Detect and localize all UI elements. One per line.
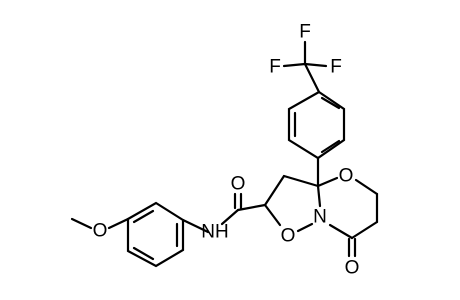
atom-o-keto: O [345, 258, 360, 279]
atom-f-top: F [299, 22, 311, 43]
atom-o-methoxy: O [93, 221, 108, 242]
aryl-ring-top [287, 90, 346, 160]
bond-cf-right [303, 62, 328, 68]
atom-f-right: F [330, 57, 342, 78]
bond-cf-left [282, 62, 307, 68]
bond-c2-camide [236, 203, 267, 212]
aryl-ring-left-double-2 [132, 209, 155, 224]
bond-camide-nh [220, 208, 240, 226]
bond-nh-aryl [181, 218, 210, 234]
bond-c2-oisox [263, 203, 282, 227]
atom-o-isox: O [281, 226, 296, 247]
bond-ch2-c2 [263, 174, 286, 207]
bond-bridgehead-oring [316, 176, 339, 188]
bond-carbonyl-nring [328, 223, 354, 240]
bond-ch2-carbonyl [350, 220, 379, 240]
bond-omethoxy-ch3 [70, 217, 93, 230]
aryl-ring-left [126, 201, 185, 268]
aryl-ring-top-double-2 [320, 139, 341, 154]
atom-n-ring: N [313, 207, 327, 228]
atom-f-left: F [269, 57, 281, 78]
atom-nh-amide: NH [201, 222, 228, 243]
atom-o-ring: O [339, 166, 354, 187]
aryl-ring-left-double-3 [132, 246, 155, 261]
bond-oring-ch2 [354, 178, 379, 196]
bond-oisox-nring [296, 222, 314, 233]
bond-nring-bridgehead [316, 184, 322, 208]
aryl-ring-top-double-3 [320, 96, 341, 110]
bond-bridgehead-ch2 [282, 174, 320, 188]
bond-cf3-ring [303, 62, 321, 94]
bond-aryl-omethoxy [107, 217, 130, 230]
atom-o-amide: O [231, 174, 246, 195]
